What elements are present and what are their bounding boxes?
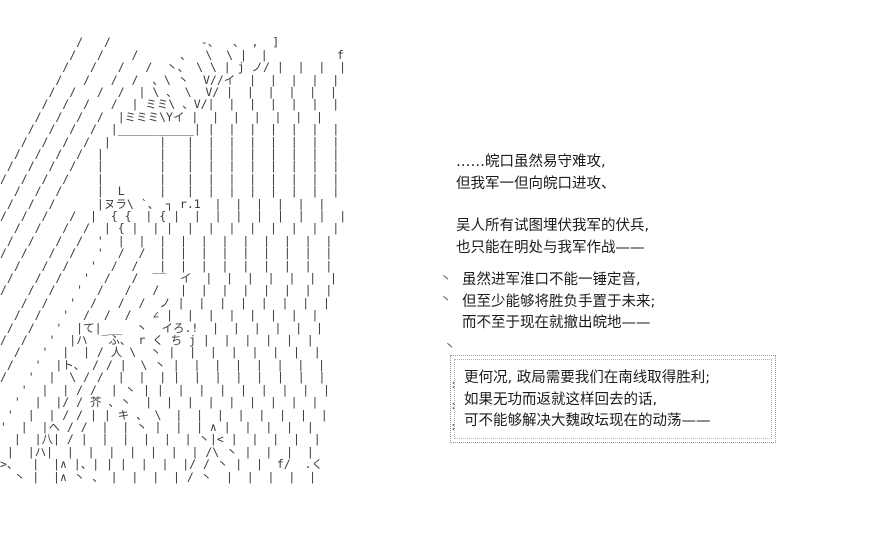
speech-block-4: 更何况, 政局需要我们在南线取得胜利; 如果无功而返就这样回去的话, 可不能够解… — [464, 370, 711, 429]
speech-block-1: ……皖口虽然易守难攻, 但我军一但向皖口进攻、 — [456, 154, 616, 192]
stray-mark-2: 丶 — [440, 292, 452, 306]
dialogue-pane: ……皖口虽然易守难攻, 但我军一但向皖口进攻、 吴人所有试图埋伏我军的伏兵, 也… — [440, 0, 872, 532]
speech-block-2: 吴人所有试图埋伏我军的伏兵, 也只能在明处与我军作战—— — [456, 218, 650, 256]
stray-mark-3: 丶 — [444, 339, 456, 353]
stray-mark-1: 丶 — [440, 271, 452, 285]
speech-block-3: 虽然进军淮口不能一锤定音, 但至少能够将胜负手置于未来; 而不至于现在就撤出皖地… — [462, 272, 656, 331]
speech-highlight-box — [450, 355, 776, 443]
stray-mark-5: : — [450, 398, 457, 412]
ascii-art-portrait: / / -、 、 , ] / / / 、 \ \ | | f / / / / 丶… — [0, 35, 347, 484]
stray-mark-6: : — [450, 419, 457, 433]
stray-mark-4: : — [450, 377, 457, 391]
visual-novel-screen: / / -、 、 , ] / / / 、 \ \ | | f / / / / 丶… — [0, 0, 872, 532]
